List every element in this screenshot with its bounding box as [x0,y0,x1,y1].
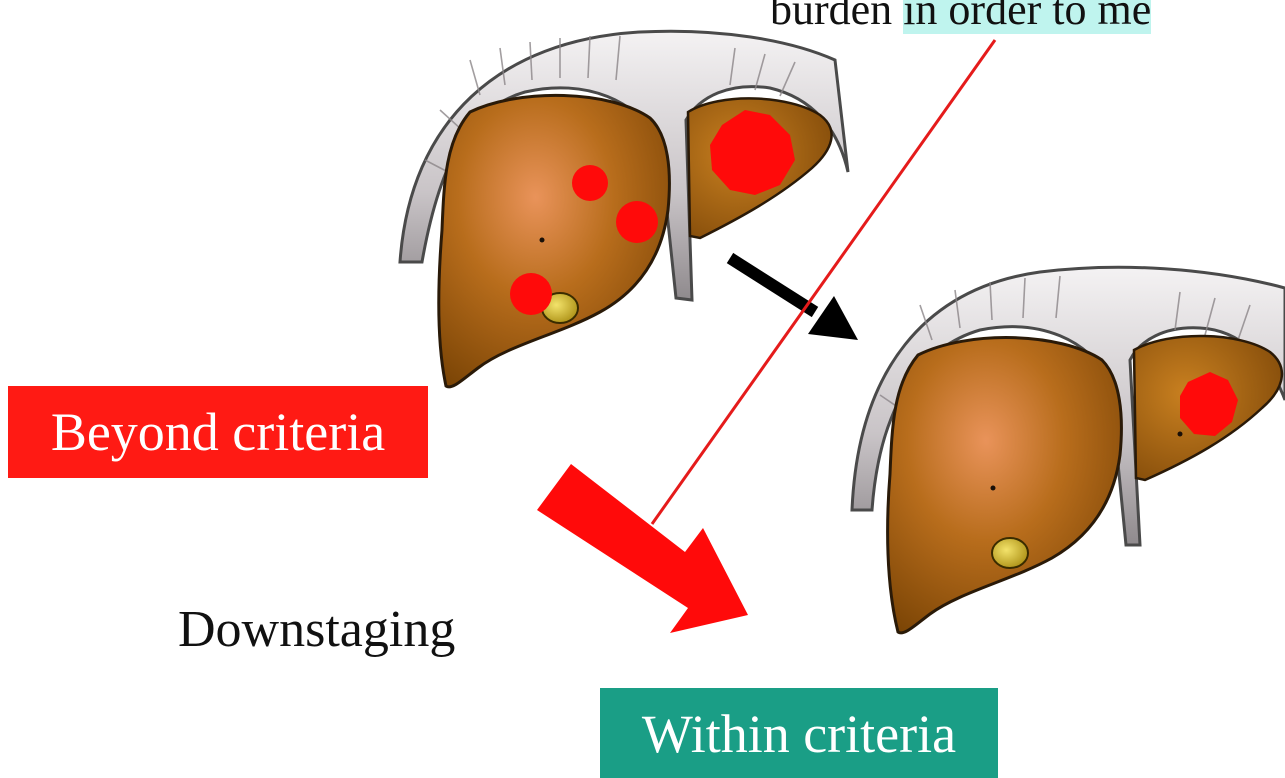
downstaging-arrow-icon [537,464,748,633]
beyond-criteria-label: Beyond criteria [8,386,428,478]
gallbladder-after [992,538,1028,568]
caption-highlight: in order to me [903,0,1151,34]
caption-word: burden [770,0,903,34]
within-criteria-label: Within criteria [600,688,998,778]
downstaging-label: Downstaging [178,600,455,659]
top-caption: burden in order to me [770,0,1151,34]
transition-arrow-icon [730,258,858,340]
right-lobe-after [888,338,1122,633]
liver-before-icon [400,31,848,387]
liver-after-icon [852,267,1285,633]
